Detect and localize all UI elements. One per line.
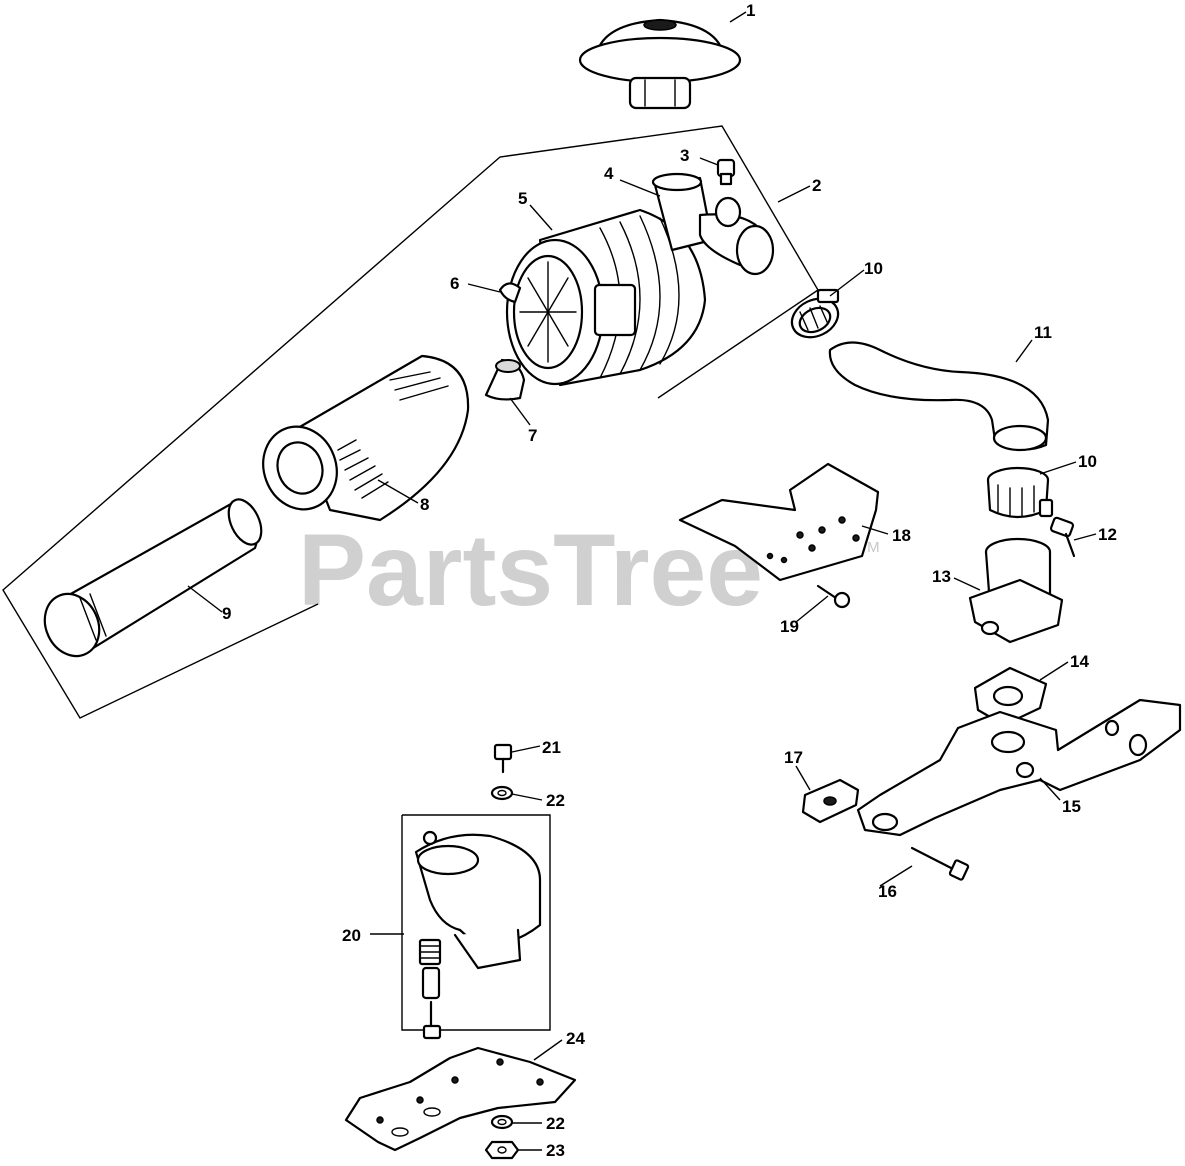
assembly-outline-lower xyxy=(401,814,551,1031)
callout-17: 17 xyxy=(784,748,803,767)
part-12-screw[interactable] xyxy=(1049,516,1076,558)
part-18-bracket[interactable] xyxy=(678,462,880,582)
callout-10-upper: 10 xyxy=(864,259,883,278)
part-23-nut[interactable] xyxy=(484,1140,520,1160)
callout-2: 2 xyxy=(812,176,821,195)
callout-18: 18 xyxy=(892,526,911,545)
callout-numbers: 1 2 3 4 5 6 7 8 9 10 10 11 12 13 14 15 1… xyxy=(222,1,1117,1160)
callout-10-lower: 10 xyxy=(1078,452,1097,471)
callout-1: 1 xyxy=(746,1,755,20)
callout-22-lower: 22 xyxy=(546,1114,565,1133)
part-17-gasket-plate[interactable] xyxy=(801,778,860,824)
leader-lines xyxy=(187,11,1097,1151)
callout-11: 11 xyxy=(1034,323,1052,342)
part-20-spring-stud[interactable] xyxy=(418,938,442,1040)
callout-21: 21 xyxy=(542,738,561,757)
part-15-intake-manifold[interactable] xyxy=(856,698,1182,837)
callout-7: 7 xyxy=(528,426,537,445)
callout-6: 6 xyxy=(450,274,459,293)
part-1-precleaner-cap[interactable] xyxy=(578,18,742,110)
callout-9: 9 xyxy=(222,604,231,623)
callout-19: 19 xyxy=(780,617,799,636)
callout-4: 4 xyxy=(604,164,614,183)
callout-15: 15 xyxy=(1062,797,1081,816)
part-4-outlet-elbow[interactable] xyxy=(651,172,775,276)
part-9-safety-filter[interactable] xyxy=(35,494,268,665)
callout-8: 8 xyxy=(420,495,429,514)
watermark-text: PartsTree xyxy=(298,513,763,627)
part-10-hose-clamp-upper[interactable] xyxy=(786,288,845,344)
callout-5: 5 xyxy=(518,189,527,208)
part-24-base-plate[interactable] xyxy=(344,1046,577,1152)
part-19-screw[interactable] xyxy=(816,584,851,609)
callout-22-upper: 22 xyxy=(546,791,565,810)
part-8-primary-filter[interactable] xyxy=(252,354,470,522)
part-10-hose-clamp-lower[interactable] xyxy=(986,466,1054,519)
callout-3: 3 xyxy=(680,146,689,165)
part-14-gasket[interactable] xyxy=(973,666,1048,727)
part-22-washer-upper[interactable] xyxy=(490,785,514,801)
callout-23: 23 xyxy=(546,1141,565,1160)
callout-13: 13 xyxy=(932,567,951,586)
callout-12: 12 xyxy=(1098,525,1117,544)
part-3-fitting[interactable] xyxy=(716,158,736,186)
callout-20: 20 xyxy=(342,926,361,945)
callout-24: 24 xyxy=(566,1029,585,1048)
part-5-air-cleaner-housing[interactable] xyxy=(505,208,707,387)
callout-16: 16 xyxy=(878,882,897,901)
part-16-bolt[interactable] xyxy=(910,846,970,881)
part-11-hose[interactable] xyxy=(828,341,1050,452)
part-6-clip[interactable] xyxy=(498,282,522,304)
part-21-bolt[interactable] xyxy=(493,743,513,774)
callout-14: 14 xyxy=(1070,652,1089,671)
part-13-adapter[interactable] xyxy=(968,537,1064,644)
part-20-mounting-strap[interactable] xyxy=(414,830,542,970)
part-7-vacuator-valve[interactable] xyxy=(484,358,526,401)
part-22-washer-lower[interactable] xyxy=(490,1114,514,1130)
